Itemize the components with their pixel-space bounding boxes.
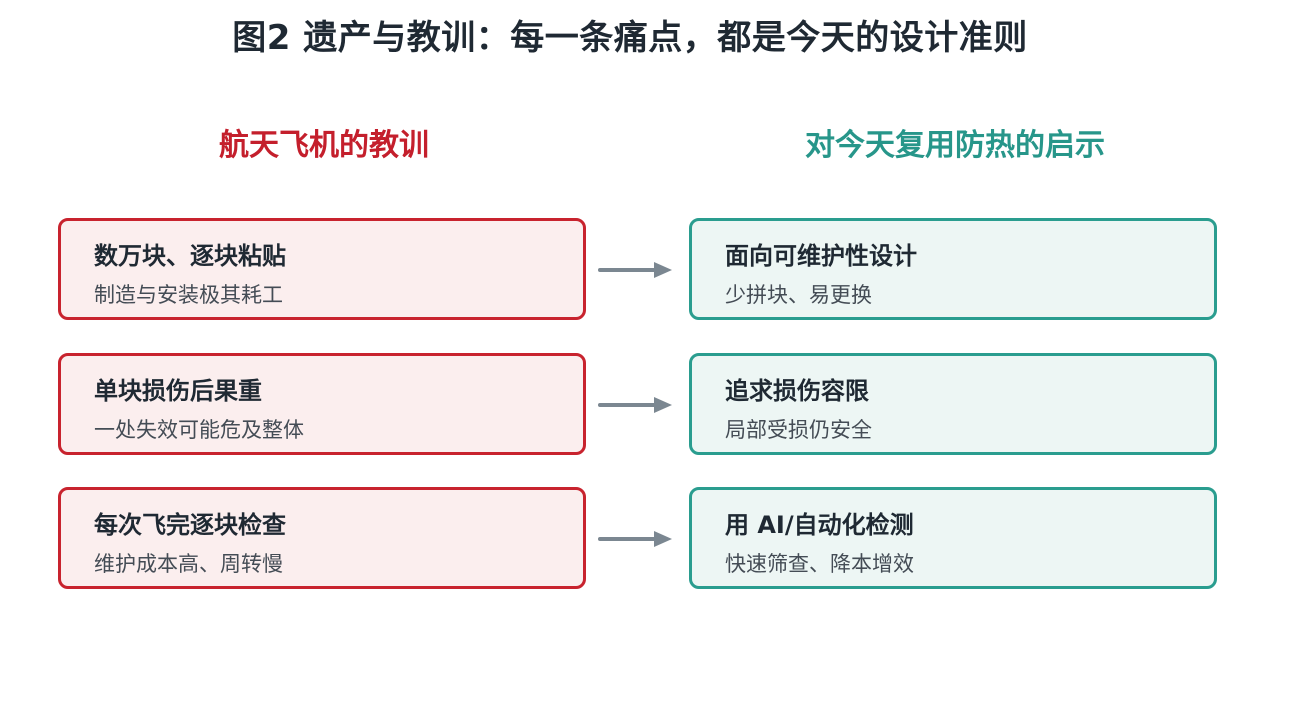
lesson-card-title: 每次飞完逐块检查 — [94, 511, 286, 539]
insight-card-title: 面向可维护性设计 — [725, 242, 917, 270]
lesson-card-subtitle: 维护成本高、周转慢 — [94, 552, 283, 576]
lesson-card-1: 数万块、逐块粘贴 制造与安装极其耗工 — [58, 218, 586, 320]
lesson-card-2: 单块损伤后果重 一处失效可能危及整体 — [58, 353, 586, 455]
insight-card-title: 用 AI/自动化检测 — [725, 511, 914, 539]
insight-card-title: 追求损伤容限 — [725, 377, 869, 405]
lesson-card-title: 数万块、逐块粘贴 — [94, 242, 286, 270]
right-arrow-icon — [598, 262, 672, 278]
insight-card-subtitle: 少拼块、易更换 — [725, 283, 872, 307]
insights-heading: 对今天复用防热的启示 — [805, 128, 1105, 163]
insight-card-1: 面向可维护性设计 少拼块、易更换 — [689, 218, 1217, 320]
lesson-card-title: 单块损伤后果重 — [94, 377, 262, 405]
right-arrow-icon — [598, 531, 672, 547]
insight-card-subtitle: 快速筛查、降本增效 — [725, 552, 914, 576]
figure-title: 图2 遗产与教训：每一条痛点，都是今天的设计准则 — [232, 18, 1028, 58]
lessons-heading: 航天飞机的教训 — [219, 128, 429, 163]
lesson-card-subtitle: 一处失效可能危及整体 — [94, 418, 304, 442]
insight-card-subtitle: 局部受损仍安全 — [725, 418, 872, 442]
insight-card-3: 用 AI/自动化检测 快速筛查、降本增效 — [689, 487, 1217, 589]
lesson-card-subtitle: 制造与安装极其耗工 — [94, 283, 283, 307]
right-arrow-icon — [598, 397, 672, 413]
lesson-card-3: 每次飞完逐块检查 维护成本高、周转慢 — [58, 487, 586, 589]
insight-card-2: 追求损伤容限 局部受损仍安全 — [689, 353, 1217, 455]
